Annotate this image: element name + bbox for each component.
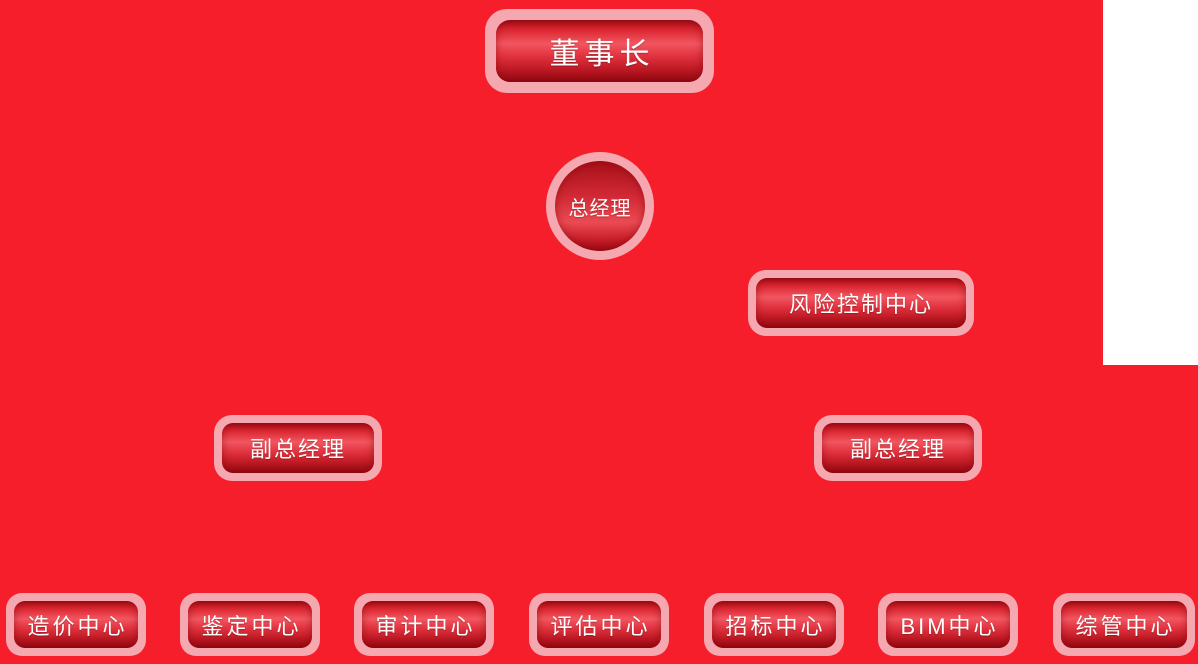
node-label: 招标中心 bbox=[725, 613, 826, 639]
org-node-general-admin-center-face: 综管中心 bbox=[1061, 601, 1187, 648]
node-label: BIM中心 bbox=[900, 613, 999, 639]
org-node-vice-general-manager-left-face: 副总经理 bbox=[222, 423, 374, 473]
org-node-evaluation-center-face: 评估中心 bbox=[537, 601, 661, 648]
node-label: 董事长 bbox=[549, 38, 655, 71]
node-label: 造价中心 bbox=[27, 613, 128, 639]
org-node-bim-center-face: BIM中心 bbox=[886, 601, 1010, 648]
node-label: 副总经理 bbox=[249, 437, 346, 462]
org-node-general-admin-center[interactable]: 综管中心 bbox=[1053, 593, 1195, 656]
org-node-appraisal-center-face: 鉴定中心 bbox=[188, 601, 312, 648]
org-node-chairman[interactable]: 董事长 bbox=[485, 9, 714, 93]
org-node-bim-center[interactable]: BIM中心 bbox=[878, 593, 1018, 656]
white-corner-background bbox=[1103, 0, 1198, 365]
org-node-bidding-center-face: 招标中心 bbox=[712, 601, 836, 648]
org-node-general-manager-face: 总经理 bbox=[555, 161, 645, 251]
org-node-appraisal-center[interactable]: 鉴定中心 bbox=[180, 593, 320, 656]
org-node-risk-control-center[interactable]: 风险控制中心 bbox=[748, 270, 974, 336]
org-node-cost-center[interactable]: 造价中心 bbox=[6, 593, 146, 656]
org-node-bidding-center[interactable]: 招标中心 bbox=[704, 593, 844, 656]
org-node-cost-center-face: 造价中心 bbox=[14, 601, 138, 648]
node-label: 评估中心 bbox=[550, 613, 651, 639]
org-node-audit-center-face: 审计中心 bbox=[362, 601, 486, 648]
org-node-vice-general-manager-right[interactable]: 副总经理 bbox=[814, 415, 982, 481]
org-node-chairman-face: 董事长 bbox=[496, 20, 703, 82]
org-node-risk-control-center-face: 风险控制中心 bbox=[756, 278, 966, 328]
org-node-vice-general-manager-left[interactable]: 副总经理 bbox=[214, 415, 382, 481]
org-node-evaluation-center[interactable]: 评估中心 bbox=[529, 593, 669, 656]
org-node-general-manager[interactable]: 总经理 bbox=[546, 152, 654, 260]
org-node-audit-center[interactable]: 审计中心 bbox=[354, 593, 494, 656]
org-node-vice-general-manager-right-face: 副总经理 bbox=[822, 423, 974, 473]
node-label: 副总经理 bbox=[849, 437, 946, 462]
node-label: 审计中心 bbox=[375, 613, 476, 639]
node-label: 综管中心 bbox=[1075, 613, 1176, 639]
node-label: 总经理 bbox=[568, 197, 632, 220]
node-label: 风险控制中心 bbox=[788, 292, 933, 317]
node-label: 鉴定中心 bbox=[201, 613, 302, 639]
